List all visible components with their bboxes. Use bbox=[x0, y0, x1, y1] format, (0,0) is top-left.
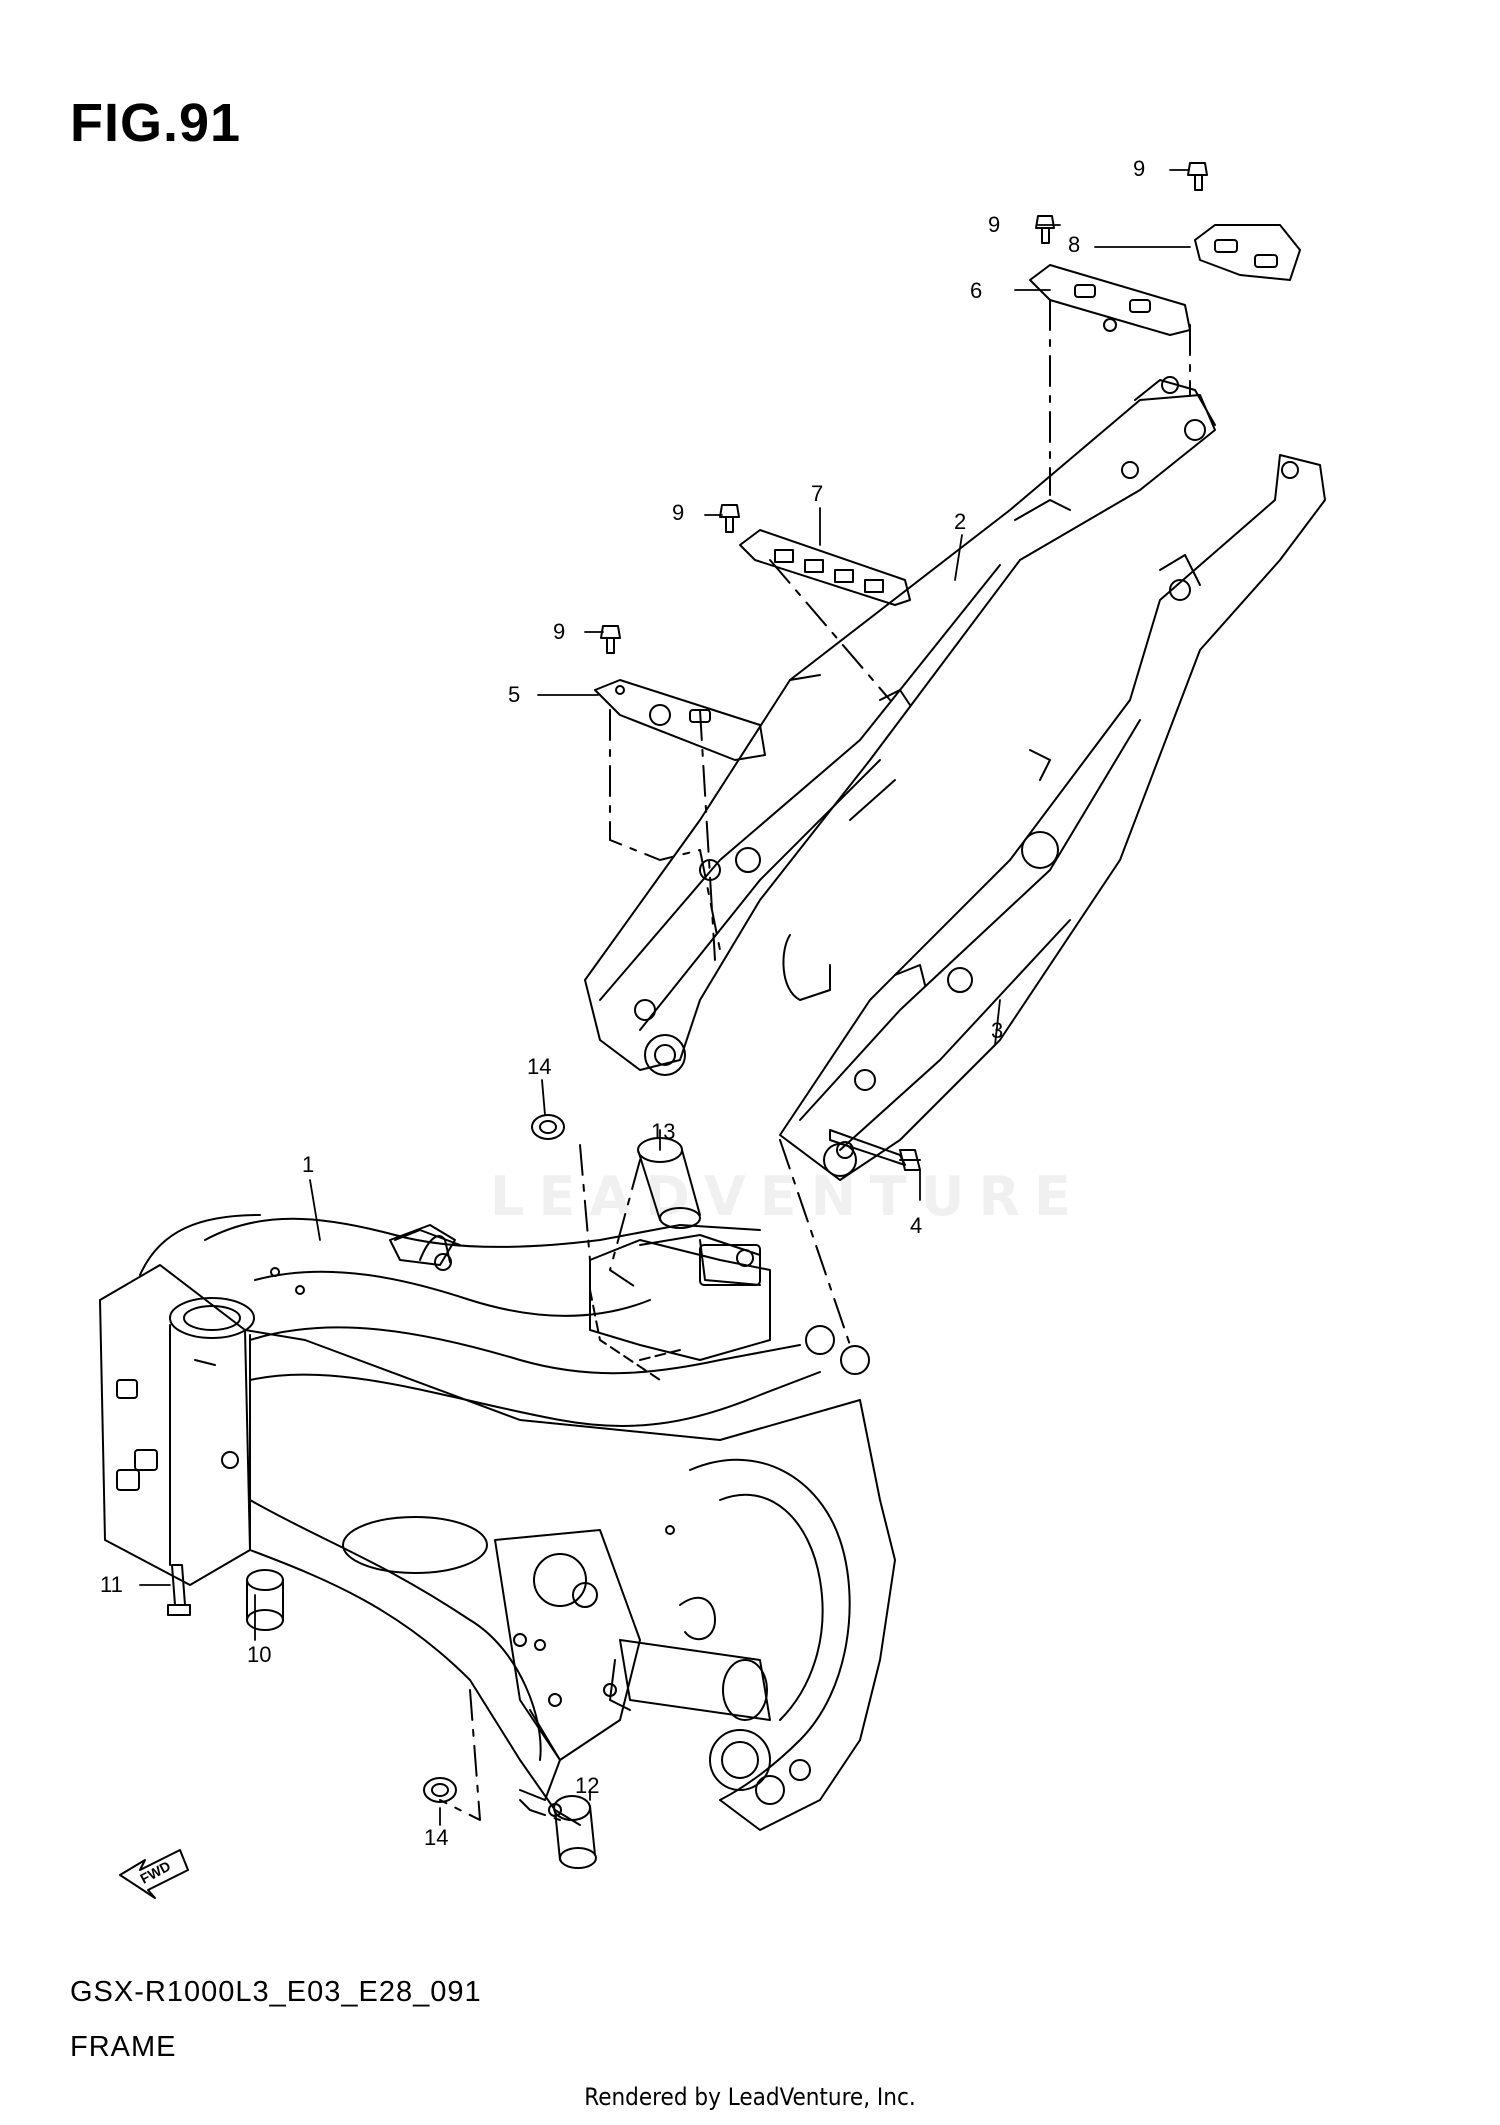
callout-1: 1 bbox=[302, 1152, 314, 1177]
collar-13 bbox=[637, 1137, 701, 1229]
seat-rail-right bbox=[779, 454, 1326, 1181]
main-frame bbox=[99, 1214, 896, 1831]
bracket-7 bbox=[739, 529, 911, 606]
callout-8: 8 bbox=[1068, 232, 1080, 257]
callout-11: 11 bbox=[100, 1572, 123, 1597]
callout-9: 9 bbox=[988, 212, 1000, 237]
callout-14: 14 bbox=[527, 1054, 551, 1079]
bracket-6 bbox=[1029, 264, 1191, 336]
diagram-name: FRAME bbox=[70, 2031, 177, 2063]
leader-lines bbox=[139, 169, 1191, 1826]
rendered-credit: Rendered by LeadVenture, Inc. bbox=[584, 2083, 916, 2111]
bushing-14-upper bbox=[531, 1114, 565, 1140]
fwd-arrow-icon: FWD bbox=[119, 1849, 189, 1899]
seat-rail-left bbox=[584, 376, 1216, 1076]
screw-9-top bbox=[1187, 162, 1208, 191]
diagram-code: GSX-R1000L3_E03_E28_091 bbox=[70, 1976, 482, 2008]
alignment-lines bbox=[439, 299, 1191, 1821]
screw-9-lower bbox=[600, 625, 621, 654]
bolt-11 bbox=[167, 1564, 191, 1616]
callout-9: 9 bbox=[1133, 156, 1145, 181]
bolt-4 bbox=[829, 1129, 921, 1171]
figure-title: FIG.91 bbox=[70, 93, 242, 153]
callout-7: 7 bbox=[811, 481, 823, 506]
callout-9: 9 bbox=[672, 500, 684, 525]
callout-14: 14 bbox=[424, 1825, 448, 1850]
collar-10 bbox=[246, 1569, 284, 1631]
bracket-8 bbox=[1194, 224, 1301, 281]
callout-3: 3 bbox=[991, 1018, 1003, 1043]
callout-12: 12 bbox=[575, 1773, 599, 1798]
bracket-5 bbox=[594, 679, 766, 761]
callout-9: 9 bbox=[553, 619, 565, 644]
callout-10: 10 bbox=[247, 1642, 271, 1667]
callout-5: 5 bbox=[508, 682, 520, 707]
screw-9-middle bbox=[719, 504, 740, 533]
bushing-14-lower bbox=[423, 1777, 457, 1803]
callout-4: 4 bbox=[910, 1213, 922, 1238]
callout-6: 6 bbox=[970, 278, 982, 303]
screw-9-upper bbox=[1035, 215, 1055, 244]
callout-13: 13 bbox=[651, 1119, 675, 1144]
callout-2: 2 bbox=[954, 509, 966, 534]
